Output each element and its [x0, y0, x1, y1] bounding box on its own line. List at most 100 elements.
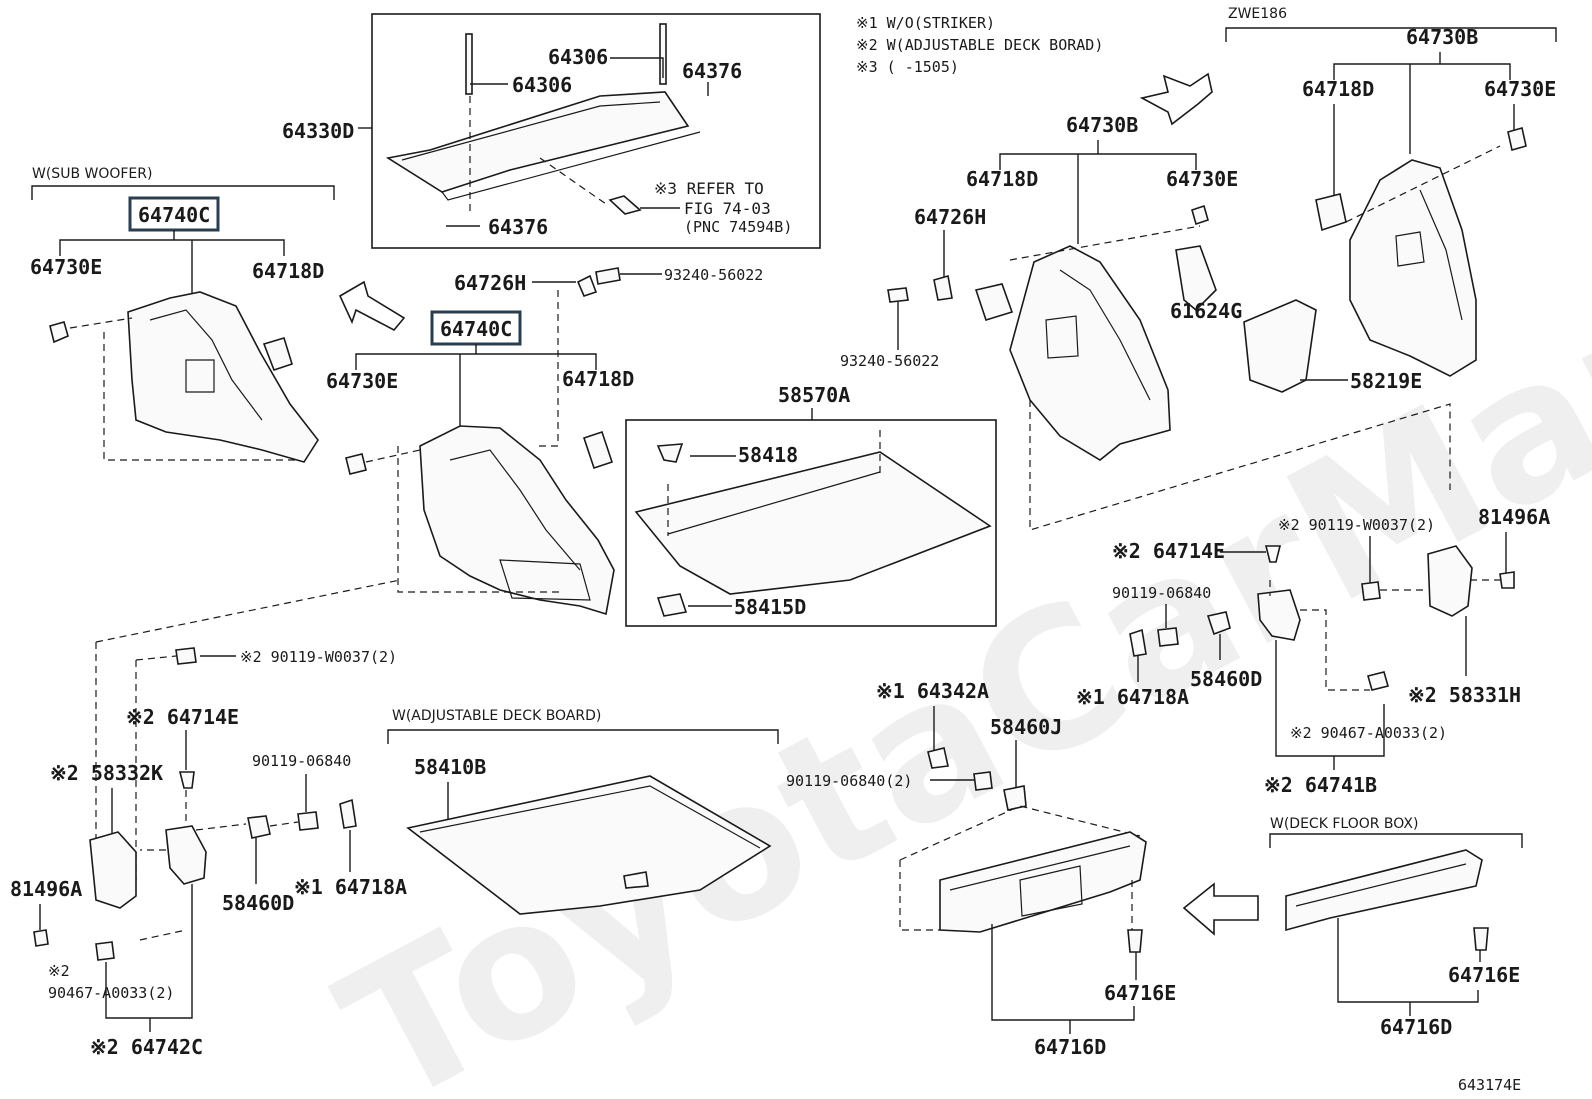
label-58460D-left: 58460D [222, 891, 294, 915]
bracket-64718A-right [1129, 628, 1147, 657]
label-58410B: 58410B [414, 755, 486, 779]
clip-64730E-mid [345, 453, 367, 475]
cover-64718D-mid [582, 430, 614, 470]
bracket-64741B-illustration [1257, 589, 1301, 641]
tonneau-cover-detail-box [371, 13, 821, 249]
note-3: ※3 ( -1505) [856, 58, 959, 76]
quarter-trim-left-illustration [127, 291, 319, 463]
clip-64716E-mid [1127, 929, 1143, 953]
clip-58418 [656, 443, 684, 463]
clip-58460D-right [1206, 611, 1231, 636]
header-zwe186: ZWE186 [1228, 6, 1287, 22]
deck-board-detail-box [625, 419, 997, 627]
label-64730E-r2: 64730E [1484, 77, 1556, 101]
screw-90467-left [95, 941, 115, 961]
quarter-trim-64730B-mid-illustration [1009, 245, 1171, 461]
deck-board-58570A-illustration [634, 451, 992, 595]
label-64716E-right: 64716E [1448, 963, 1520, 987]
label-64740C-left: 64740C [138, 203, 210, 227]
label-90467-A0033-left: 90467-A0033(2) [48, 984, 174, 1002]
refer-note-line2: FIG 74-03 [684, 199, 771, 218]
label-64730E-mid: 64730E [326, 369, 398, 393]
label-90467-left-mark: ※2 [48, 962, 70, 980]
clip-64714E-right [1264, 545, 1282, 563]
label-64726H-mid: 64726H [454, 271, 526, 295]
label-58415D: 58415D [734, 595, 806, 619]
striker-58332K-illustration [89, 831, 137, 909]
screw-93240-r [887, 287, 909, 303]
figure-id: 643174E [1458, 1076, 1521, 1094]
label-64718D-r1: 64718D [966, 167, 1038, 191]
cover-64718D-r1 [974, 283, 1014, 321]
label-61624G: 61624G [1170, 299, 1242, 323]
clip-64716E-right [1473, 927, 1489, 951]
cap-81496A-right [1499, 571, 1515, 589]
label-64730B-right: 64730B [1406, 25, 1478, 49]
label-64730B-mid: 64730B [1066, 113, 1138, 137]
label-64342A: ※1 64342A [876, 679, 989, 703]
striker-58331H-illustration [1427, 545, 1473, 617]
deck-board-58410B-illustration [406, 775, 772, 915]
refer-bracket-shape [608, 195, 642, 215]
screw-90119-06840-right [1157, 627, 1179, 647]
stopper-58415D [656, 593, 688, 617]
direction-arrow-left [338, 280, 406, 332]
label-64730E-r1: 64730E [1166, 167, 1238, 191]
quarter-trim-zwe186-illustration [1349, 159, 1477, 377]
refer-note-line1: ※3 REFER TO [654, 179, 764, 198]
screw-93240-mid [595, 267, 621, 285]
highlight-box-64740C-mid [430, 310, 522, 346]
label-58418: 58418 [738, 443, 798, 467]
label-64330D: 64330D [282, 119, 354, 143]
tonneau-cover-illustration [385, 23, 701, 201]
cover-64718D-r2 [1315, 193, 1347, 232]
label-90119-W0037-left: ※2 90119-W0037(2) [240, 648, 397, 666]
label-64740C-mid: 64740C [440, 317, 512, 341]
label-64718D-r2: 64718D [1302, 77, 1374, 101]
header-deck-floor-box: W(DECK FLOOR BOX) [1270, 816, 1418, 832]
label-64726H-r: 64726H [914, 205, 986, 229]
scuff-plate-64716D-right-illustration [1285, 849, 1483, 932]
label-64376-lower: 64376 [488, 215, 548, 239]
label-90467-A0033-right: ※2 90467-A0033(2) [1290, 724, 1447, 742]
label-90119-06840-left: 90119-06840 [252, 752, 351, 770]
label-90119-W0037-right: ※2 90119-W0037(2) [1278, 516, 1435, 534]
clip-64714E-left [178, 771, 195, 789]
bracket-64718A-left [339, 798, 357, 829]
label-64741B: ※2 64741B [1264, 773, 1377, 797]
label-64718A-left: ※1 64718A [294, 875, 407, 899]
screw-90467-right [1367, 671, 1389, 691]
label-64306-lower: 64306 [512, 73, 572, 97]
screw-90119-W0037-left [175, 647, 197, 665]
header-sub-woofer: W(SUB WOOFER) [32, 166, 152, 182]
label-81496A-left: 81496A [10, 877, 82, 901]
refer-note-line3: (PNC 74594B) [684, 218, 792, 236]
label-90119-06840-2: 90119-06840(2) [786, 772, 912, 790]
label-64742C: ※2 64742C [90, 1035, 203, 1059]
clip-64342A [927, 747, 949, 769]
direction-arrow-bottom [1182, 882, 1259, 936]
label-64376-upper: 64376 [682, 59, 742, 83]
label-81496A-right: 81496A [1478, 505, 1550, 529]
label-93240-56022-r: 93240-56022 [840, 352, 939, 370]
cover-64718D-left [262, 337, 293, 372]
scuff-plate-64716D-mid-illustration [939, 831, 1147, 933]
bracket-64726H-r [933, 274, 953, 301]
cap-81496A-left [33, 929, 49, 947]
label-64716D-mid: 64716D [1034, 1035, 1106, 1059]
label-58460D-right: 58460D [1190, 667, 1262, 691]
note-1: ※1 W/O(STRIKER) [856, 14, 995, 32]
header-adjustable-deck-board: W(ADJUSTABLE DECK BOARD) [392, 708, 601, 724]
label-64716D-right: 64716D [1380, 1015, 1452, 1039]
label-64716E-mid: 64716E [1104, 981, 1176, 1005]
bracket-64726H-mid [576, 274, 598, 297]
bracket-64742C-illustration [165, 825, 207, 885]
label-64730E-left: 64730E [30, 255, 102, 279]
label-64718D-mid: 64718D [562, 367, 634, 391]
label-58331H: ※2 58331H [1408, 683, 1521, 707]
label-58570A: 58570A [778, 383, 850, 407]
screw-90119-06840-2 [973, 771, 993, 791]
bracket-61624G [1175, 245, 1217, 312]
